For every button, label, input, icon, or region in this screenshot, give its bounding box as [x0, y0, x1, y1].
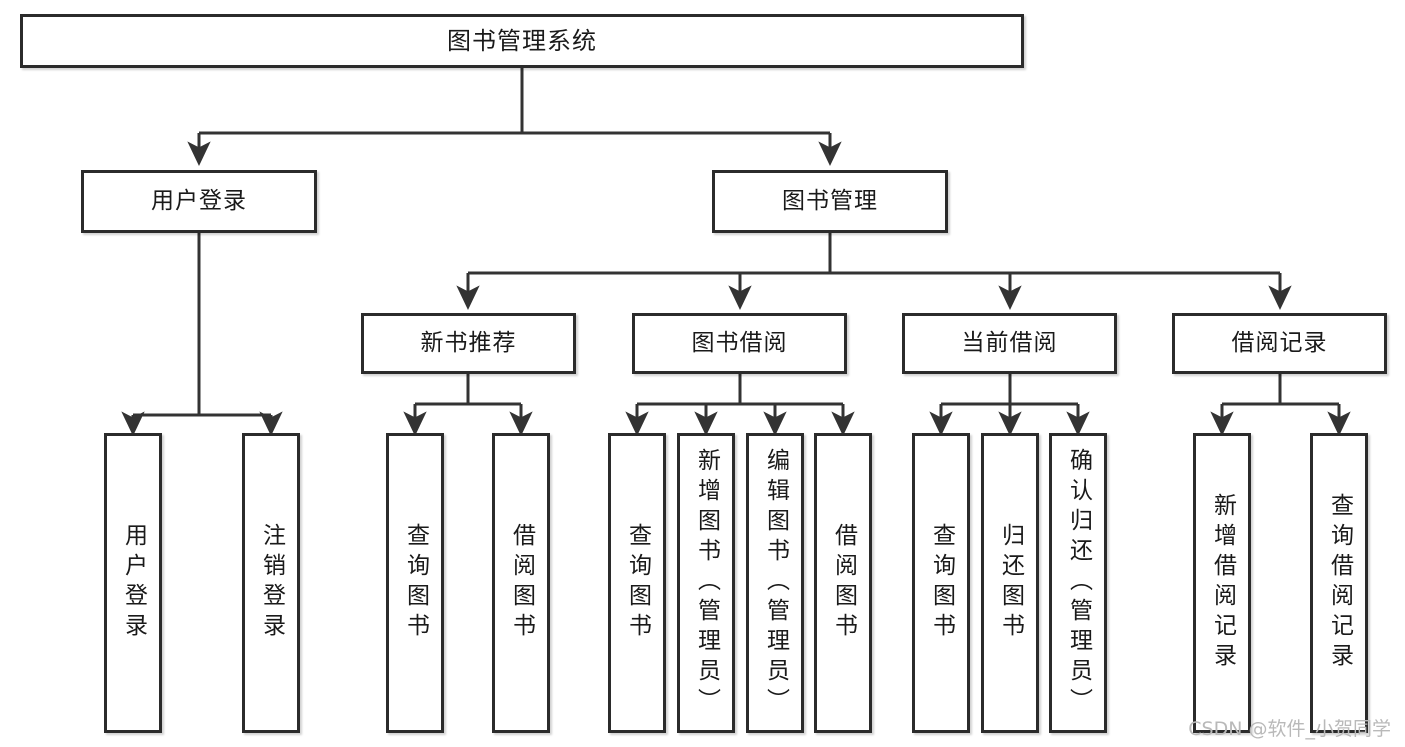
leaf-add-book-admin[interactable]: 新增图书（管理员）	[677, 433, 735, 733]
leaf-query-borrow-record[interactable]: 查询借阅记录	[1310, 433, 1368, 733]
csdn-watermark: CSDN @软件_小贺同学	[1188, 718, 1391, 740]
node-new-book-recommend[interactable]: 新书推荐	[361, 313, 576, 374]
node-borrow-record[interactable]: 借阅记录	[1172, 313, 1387, 374]
leaf-borrow-book-1[interactable]: 借阅图书	[492, 433, 550, 733]
node-user-login[interactable]: 用户登录	[81, 170, 317, 233]
leaf-query-book-3[interactable]: 查询图书	[912, 433, 970, 733]
leaf-add-borrow-record[interactable]: 新增借阅记录	[1193, 433, 1251, 733]
leaf-user-login[interactable]: 用户登录	[104, 433, 162, 733]
node-book-borrow[interactable]: 图书借阅	[632, 313, 847, 374]
leaf-query-book-1[interactable]: 查询图书	[386, 433, 444, 733]
node-current-borrow[interactable]: 当前借阅	[902, 313, 1117, 374]
leaf-edit-book-admin[interactable]: 编辑图书（管理员）	[746, 433, 804, 733]
node-root-system[interactable]: 图书管理系统	[20, 14, 1024, 68]
leaf-logout-login[interactable]: 注销登录	[242, 433, 300, 733]
node-book-manage[interactable]: 图书管理	[712, 170, 948, 233]
leaf-query-book-2[interactable]: 查询图书	[608, 433, 666, 733]
leaf-confirm-return-admin[interactable]: 确认归还（管理员）	[1049, 433, 1107, 733]
leaf-return-book[interactable]: 归还图书	[981, 433, 1039, 733]
leaf-borrow-book-2[interactable]: 借阅图书	[814, 433, 872, 733]
